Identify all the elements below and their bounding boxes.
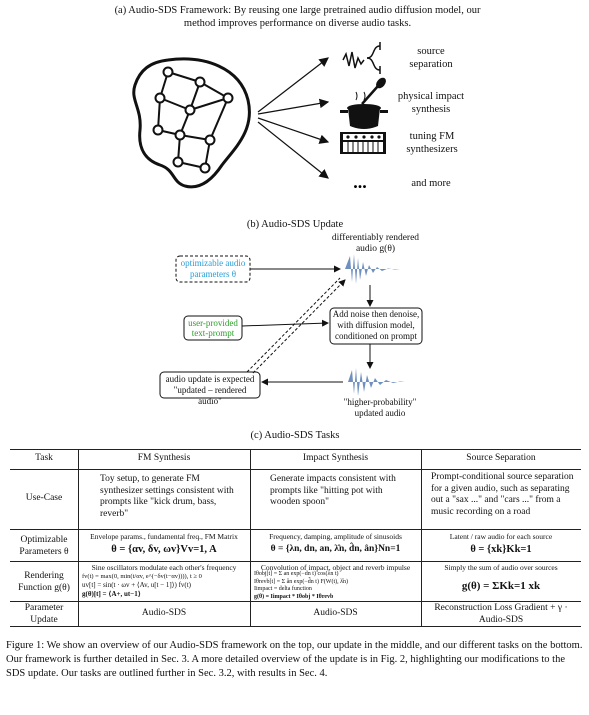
task-label-more: and more [411,178,451,189]
synthesizer-keyboard-icon [340,132,386,154]
render-fm-line-1: fv(t) = max(0, min(t/αv, e^(−δv(t−αv))))… [82,573,202,580]
params-formula-fm: θ = {αv, δv, ωv}Vv=1, A [111,544,217,555]
render-impact-line-3: Iimpact = delta function [254,586,312,592]
params-note-fm: Envelope params., fundamental freq., FM … [90,532,238,541]
updated-waveform [348,368,405,396]
row-label-use-case: Use-Case [25,493,63,503]
task-label-source-separation: source separation [409,46,453,70]
rendered-waveform [345,254,400,284]
render-note-impact: Convolution of impact, object and reverb… [260,563,411,572]
expected-label: audio update is expected "updated – rend… [165,374,255,406]
row-label-update: Parameter Update [24,603,64,625]
header-separation: Source Separation [466,453,536,463]
params-note-separation: Latent / raw audio for each source [449,532,553,541]
task-label-fm-synth: tuning FM synthesizers [406,131,458,155]
task-label-impact-synthesis: physical impact synthesis [397,91,465,115]
denoise-label: Add noise then denoise, with diffusion m… [332,309,420,341]
use-case-impact: Generate impacts consistent with prompts… [270,474,396,507]
use-case-separation: Prompt-conditional source separation for… [431,472,574,517]
header-fm: FM Synthesis [137,453,191,463]
update-separation: Reconstruction Loss Gradient + γ · Audio… [434,603,568,625]
tasks-table: Task FM Synthesis Impact Synthesis Sourc… [10,449,581,627]
update-fm: Audio-SDS [141,608,187,618]
params-formula-separation: θ = {xk}Kk=1 [470,544,532,555]
row-label-rendering: Rendering Function g(θ) [18,571,70,593]
render-fm-line-3: g(θ)[t] = ⟨A+, ut−1⟩ [82,590,141,598]
higher-prob-label: "higher-probability" updated audio [343,397,417,418]
update-impact: Audio-SDS [313,608,358,618]
render-impact-line-1: Iθobj[t] = Σ an exp(−dn t) cos(λn t) [254,571,339,577]
caption-b: (b) Audio-SDS Update [246,219,344,230]
use-case-fm: Toy setup, to generate FM synthesizer se… [100,474,234,519]
header-task: Task [35,453,53,463]
pot-spoon-icon [340,77,388,129]
row-label-params: Optimizable Parameters θ [19,535,69,557]
ellipsis-icon: ... [353,172,367,192]
caption-c: (c) Audio-SDS Tasks [250,430,340,441]
render-fm-line-2: uv[t] = sin(t · ωv + ⟨Av, u[t − 1]⟩) fv(… [82,581,192,589]
params-label: optimizable audio parameters θ [180,258,246,279]
rendered-audio-label: differentiably rendered audio g(θ) [331,233,420,254]
ear-network-icon [132,57,251,189]
prompt-label: user-provided text-prompt [188,318,238,338]
figure-caption: Figure 1: We show an overview of our Aud… [6,640,583,679]
caption-a: (a) Audio-SDS Framework: By reusing one … [114,5,481,29]
framework-diagram: ... [132,42,388,192]
params-note-impact: Frequency, damping, amplitude of sinusoi… [269,532,402,541]
render-impact-line-4: g(θ) = Iimpact * Iθobj * Iθrevb [254,593,334,600]
update-diagram [159,254,423,399]
header-impact: Impact Synthesis [302,453,369,463]
waveform-split-icon [342,42,381,74]
render-formula-separation: g(θ) = ΣKk=1 xk [461,580,541,592]
render-note-separation: Simply the sum of audio over sources [444,563,558,572]
render-impact-line-2: Iθrevb[t] = Σ ân exp(−d̂n t) F(W(t), λ̂n… [254,578,349,585]
render-note-fm: Sine oscillators modulate each other's f… [91,563,237,572]
params-formula-impact: θ = {λn, dn, an, λ̂n, d̂n, ân}Nn=1 [270,544,401,554]
